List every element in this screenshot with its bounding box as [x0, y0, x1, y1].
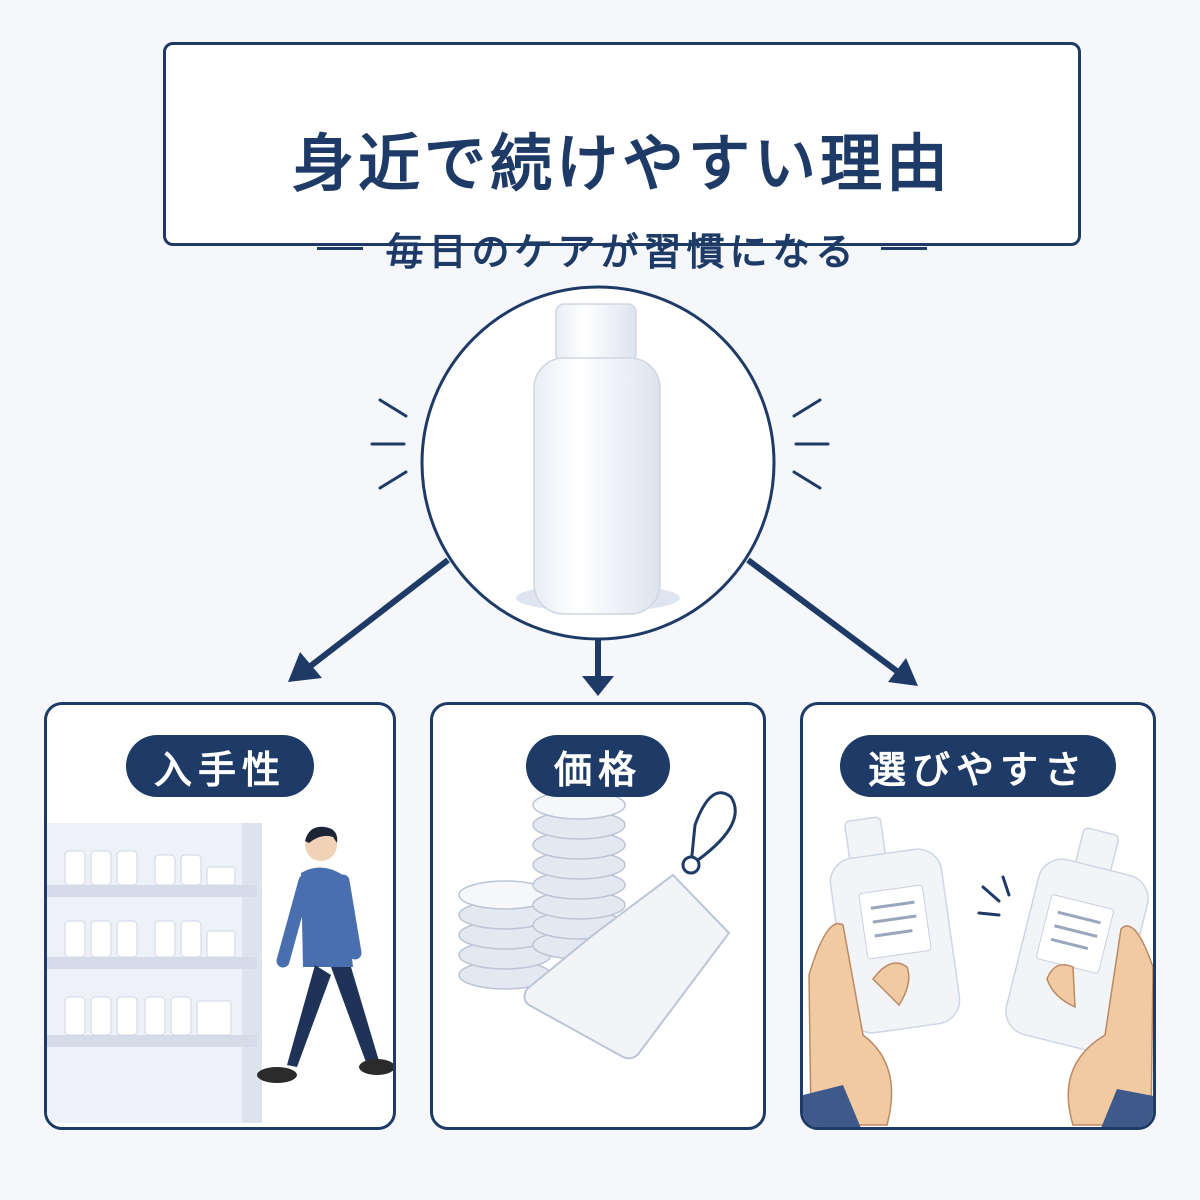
- arrow-right: [746, 557, 918, 686]
- left-bottle-icon: [829, 816, 961, 1034]
- pill-availability: 入手性: [125, 735, 315, 797]
- pill-ease-of-choice: 選びやすさ: [839, 735, 1117, 797]
- shine-lines-right: [792, 398, 830, 490]
- left-hand-icon: [803, 922, 910, 1127]
- pill-price: 価格: [525, 735, 671, 797]
- arrow-center: [582, 636, 614, 696]
- coin-stack-icon: [458, 790, 626, 990]
- right-hand-icon: [1046, 925, 1153, 1127]
- card-ease-of-choice: 選びやすさ: [800, 702, 1156, 1130]
- walking-man-icon: [257, 826, 393, 1083]
- price-illustration: [458, 790, 737, 1060]
- arrow-left: [288, 557, 450, 682]
- page-title: 身近で続けやすい理由: [291, 127, 952, 200]
- sparkle-lines-icon: [977, 875, 1011, 917]
- store-shelf-illustration: [47, 823, 393, 1123]
- card-price: 価格: [430, 702, 766, 1130]
- shine-lines-left: [370, 398, 408, 490]
- page-subtitle: 毎日のケアが習慣になる: [385, 230, 859, 274]
- subtitle-dash-right: [880, 247, 927, 250]
- bottle-icon: [516, 303, 680, 615]
- price-tag-icon: [523, 791, 737, 1060]
- subtitle-row: 毎日のケアが習慣になる: [166, 221, 1078, 276]
- title-box: 身近で続けやすい理由 毎日のケアが習慣になる: [163, 42, 1081, 274]
- hands-bottles-illustration: [803, 816, 1153, 1127]
- card-availability: 入手性: [44, 702, 396, 1130]
- subtitle-dash-left: [317, 247, 364, 250]
